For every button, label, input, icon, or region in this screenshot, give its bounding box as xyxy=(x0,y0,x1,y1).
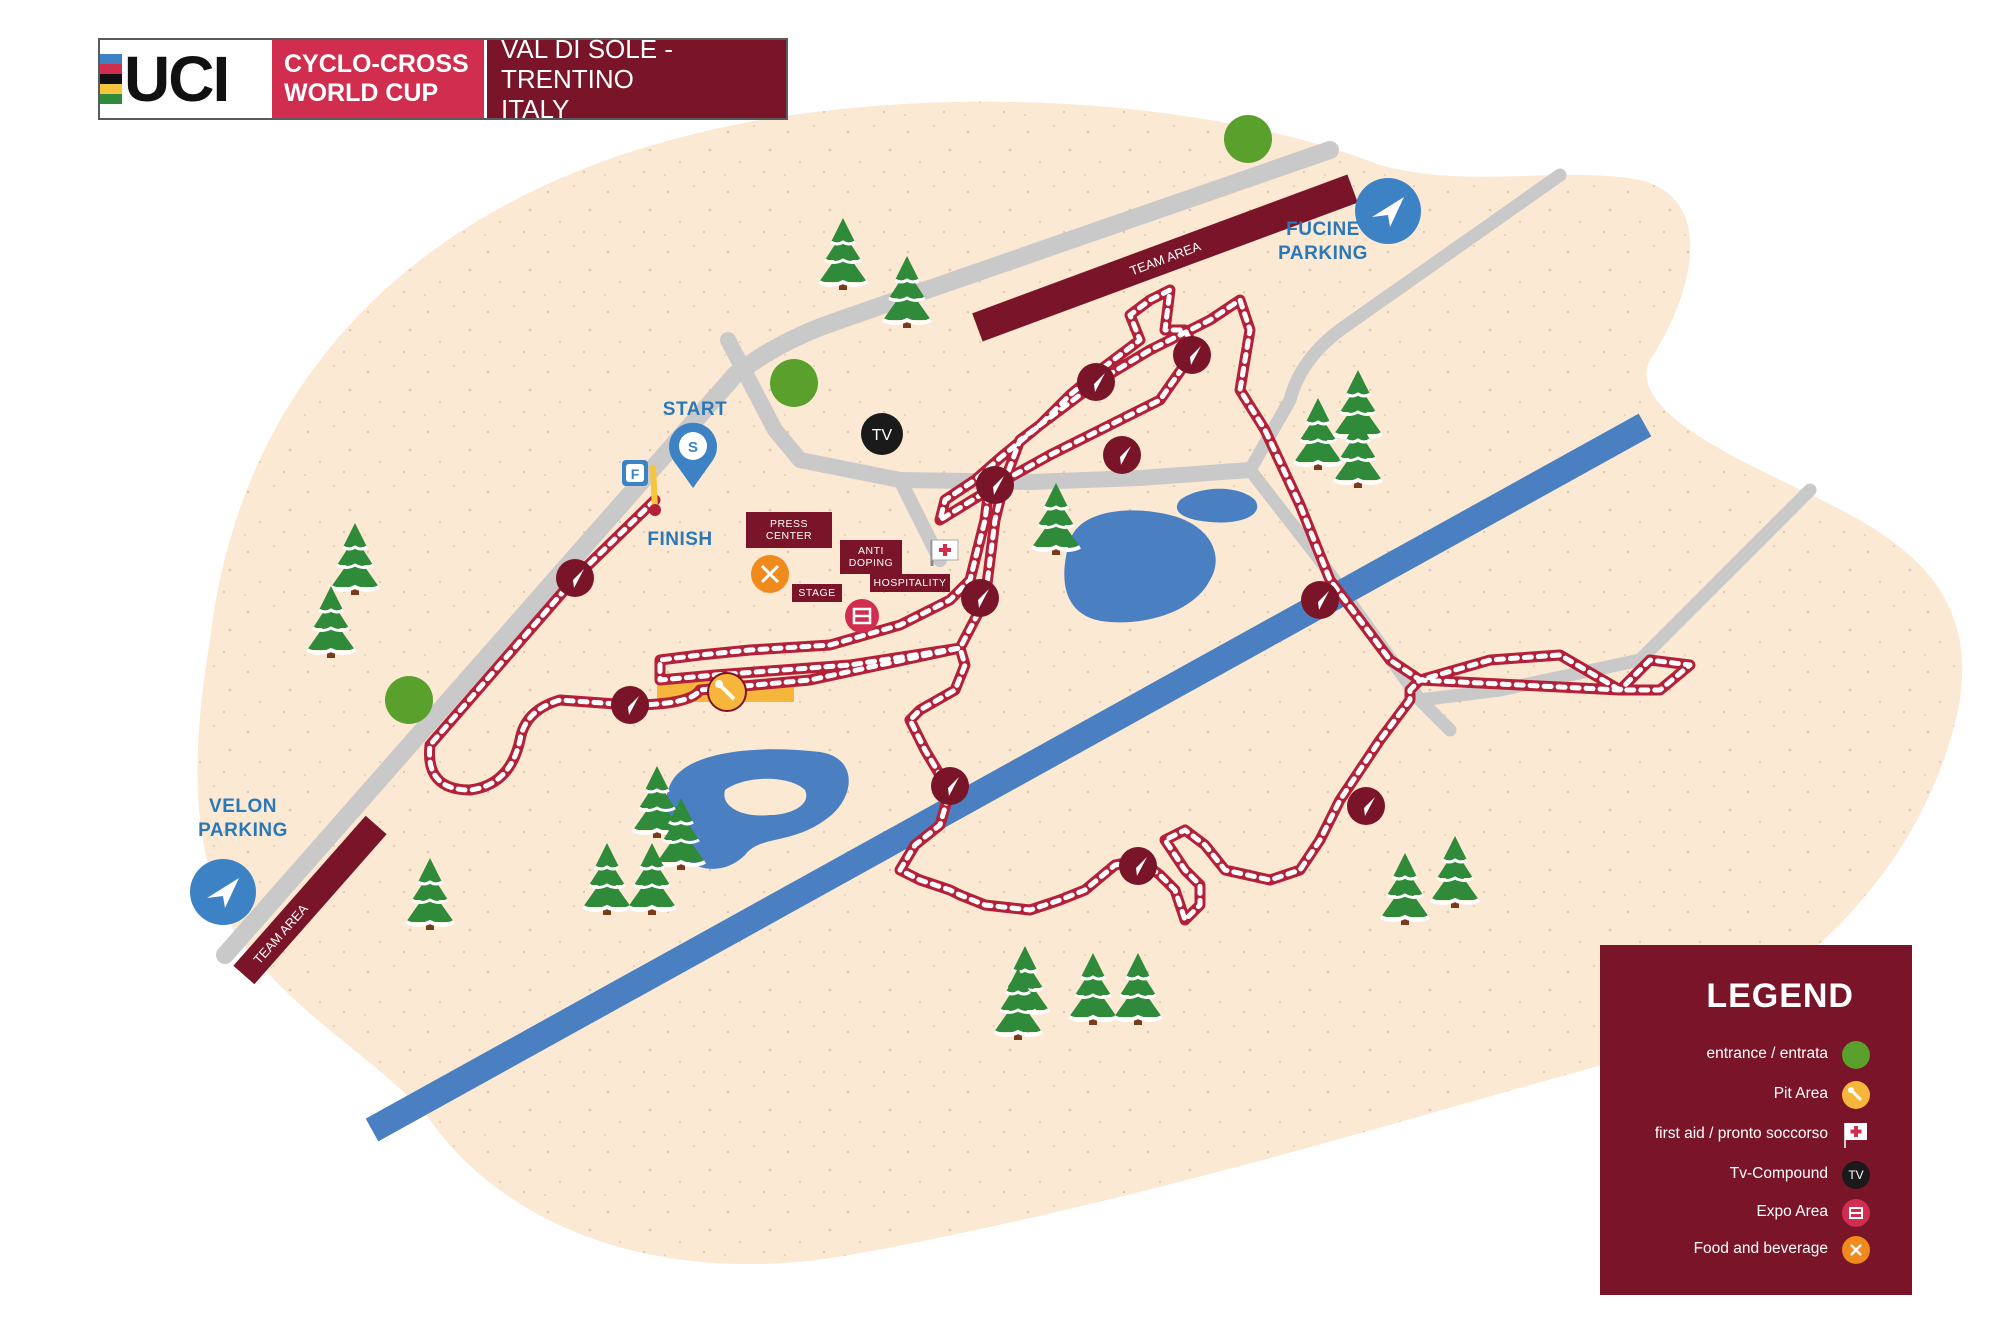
logo-stripe-red xyxy=(100,64,122,74)
legend-item-pit-area: Pit Area xyxy=(1600,1080,1912,1110)
expo-icon xyxy=(1842,1199,1870,1227)
legend-item-tv-compound: Tv-Compound TV xyxy=(1600,1160,1912,1190)
legend-item-entrance: entrance / entrata xyxy=(1600,1040,1912,1070)
event-header: UCI CYCLO-CROSS WORLD CUP VAL DI SOLE - … xyxy=(98,34,788,124)
first-aid-flag-icon xyxy=(930,539,959,566)
event-line-2: WORLD CUP xyxy=(284,79,439,107)
roads xyxy=(216,141,1817,964)
logo-stripe-blue xyxy=(100,54,122,64)
legend-item-food-beverage: Food and beverage xyxy=(1600,1235,1912,1265)
river xyxy=(365,413,1652,1142)
course-arrow-icon xyxy=(961,579,999,617)
fucine-parking-label: FUCINE PARKING xyxy=(1278,219,1368,264)
green-dot-icon xyxy=(1842,1041,1870,1069)
course-arrow-icon xyxy=(931,767,969,805)
course-arrow-icon xyxy=(1119,847,1157,885)
course-arrow-icon xyxy=(1301,581,1339,619)
finish-flag-icon: F xyxy=(622,460,661,516)
course-arrow-icon xyxy=(611,686,649,724)
parking-arrow-icon xyxy=(1355,178,1421,244)
entrance-icon xyxy=(770,359,818,407)
pit-area-wrench-icon xyxy=(707,672,747,712)
logo-stripe-green xyxy=(100,94,122,104)
course-arrow-icon xyxy=(1173,336,1211,374)
stage-label: STAGE xyxy=(792,584,842,602)
course-arrow-icon xyxy=(1077,363,1115,401)
uci-wordmark: UCI xyxy=(124,43,230,115)
expo-area-icon xyxy=(845,599,879,633)
course-arrow-icon xyxy=(1103,436,1141,474)
first-aid-flag-icon xyxy=(1842,1121,1870,1149)
tv-icon: TV xyxy=(1842,1161,1870,1189)
entrance-icon xyxy=(385,676,433,724)
logo-stripe-black xyxy=(100,74,122,84)
legend-item-expo-area: Expo Area xyxy=(1600,1198,1912,1228)
entrance-icon xyxy=(1224,115,1272,163)
hospitality-label: HOSPITALITY xyxy=(870,574,950,592)
legend-title: LEGEND xyxy=(1706,977,1854,1015)
pond-central xyxy=(1064,510,1216,623)
place-line-2: ITALY xyxy=(501,94,570,124)
finish-label: FINISH xyxy=(647,529,713,550)
fork-knife-icon xyxy=(1842,1236,1870,1264)
anti-doping-label: ANTI DOPING xyxy=(840,540,902,574)
finish-marker-text: F xyxy=(631,466,640,482)
course-arrow-icon xyxy=(976,466,1014,504)
press-center-label: PRESS CENTER xyxy=(746,512,832,548)
uci-logo: UCI xyxy=(100,40,272,118)
logo-stripe-yellow xyxy=(100,84,122,94)
map-legend: LEGEND entrance / entrata Pit Area first… xyxy=(1600,945,1912,1295)
legend-item-first-aid: first aid / pronto soccorso xyxy=(1600,1120,1912,1150)
event-location: VAL DI SOLE - TRENTINO ITALY xyxy=(484,34,786,124)
velon-parking-label: VELON PARKING xyxy=(198,796,288,841)
course-arrow-icon xyxy=(556,559,594,597)
event-line-1: CYCLO-CROSS xyxy=(284,50,469,78)
start-label: START xyxy=(662,399,728,420)
place-line-1: VAL DI SOLE - TRENTINO xyxy=(501,34,673,94)
start-marker-text: S xyxy=(688,439,698,456)
svg-text:TV: TV xyxy=(872,427,893,444)
wrench-icon xyxy=(1842,1081,1870,1109)
course-arrow-icon xyxy=(1347,787,1385,825)
event-name: CYCLO-CROSS WORLD CUP xyxy=(272,40,484,118)
start-pin-icon: S xyxy=(669,422,717,488)
tv-compound-icon: TV xyxy=(861,413,903,455)
pond-small xyxy=(1176,488,1258,523)
food-beverage-icon xyxy=(751,555,789,593)
parking-arrow-icon xyxy=(190,859,256,925)
